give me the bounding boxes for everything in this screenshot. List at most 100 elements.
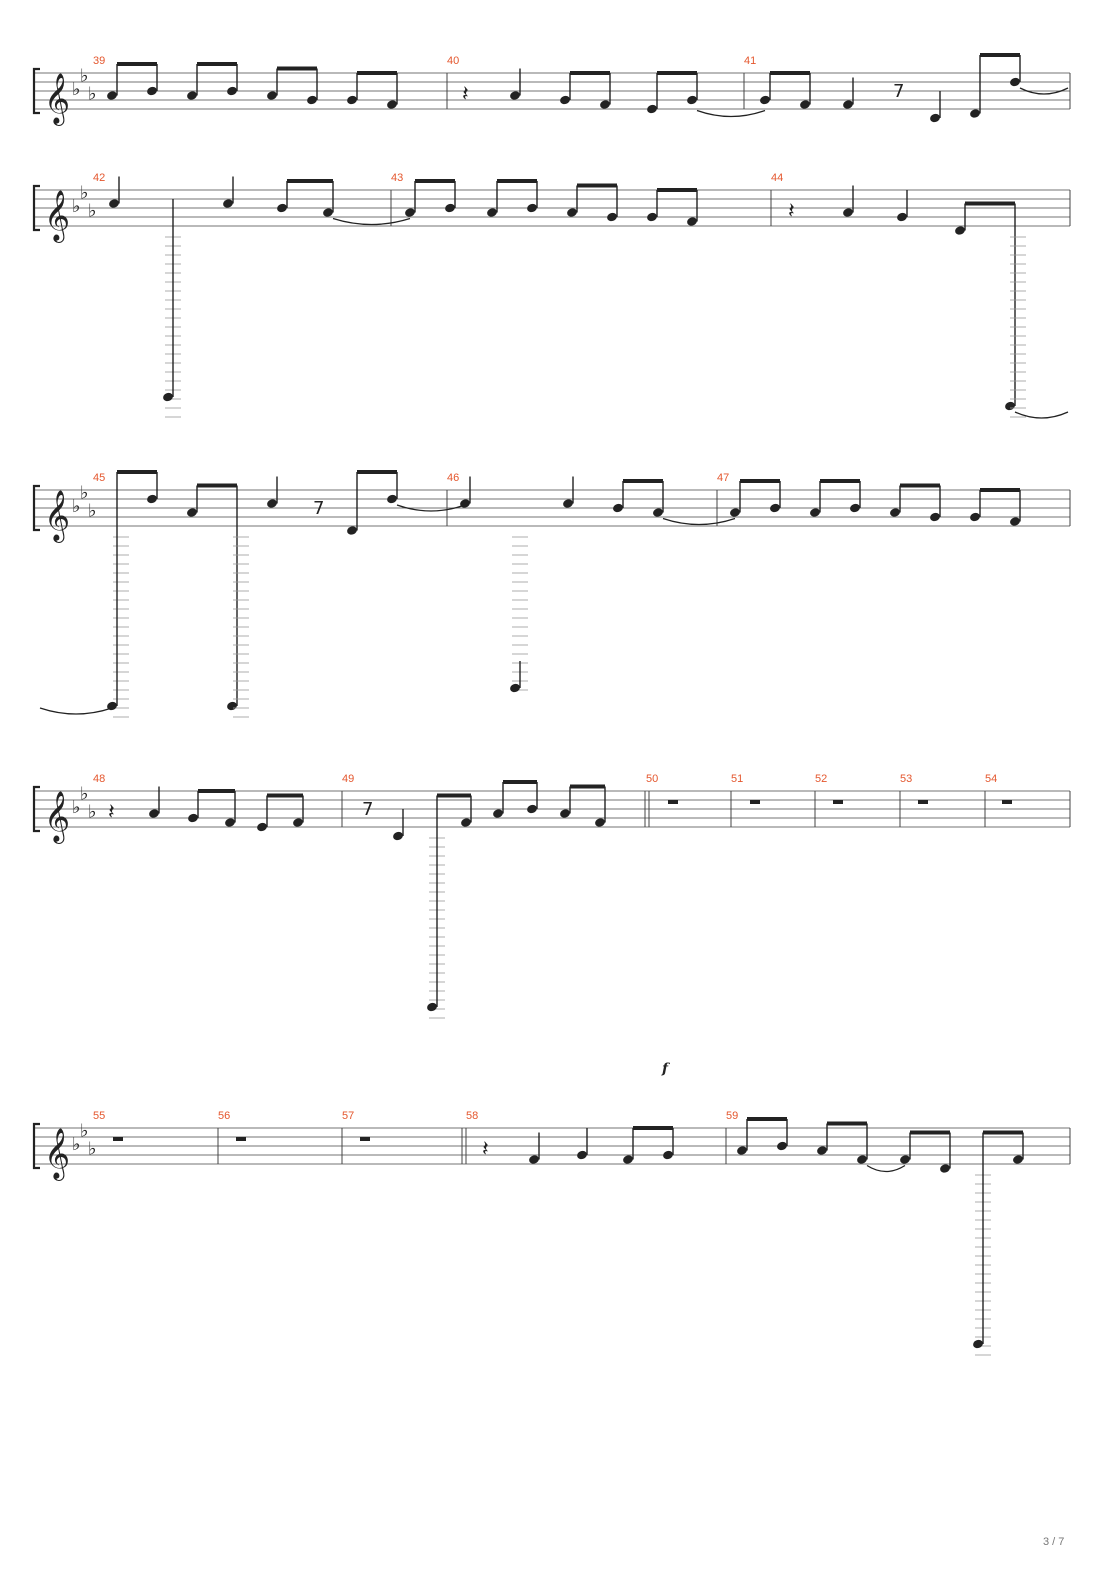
measure-number: 39 <box>93 55 105 67</box>
note-head <box>510 91 520 100</box>
note-head <box>567 208 577 217</box>
note-head <box>897 212 907 222</box>
note-head <box>623 1155 633 1164</box>
note-head <box>577 1150 587 1160</box>
tie <box>696 109 766 118</box>
note-head <box>777 1141 787 1151</box>
treble-clef-icon: 𝄞 <box>44 1128 70 1181</box>
measure-number: 50 <box>646 773 658 785</box>
whole-rest-icon <box>833 800 843 804</box>
note-head <box>647 104 657 114</box>
note-head <box>109 199 119 208</box>
note-head <box>800 100 810 109</box>
measure-number: 58 <box>466 1110 478 1122</box>
note-head <box>227 86 237 96</box>
treble-clef-icon: 𝄞 <box>44 490 70 543</box>
whole-rest-icon <box>1002 800 1012 804</box>
notes-system-5: 𝄽 <box>113 1117 1024 1356</box>
note-head <box>857 1155 867 1164</box>
measure-number: 48 <box>93 773 105 785</box>
note-head <box>810 508 820 517</box>
flat-sign-icon: ♭ <box>88 802 97 823</box>
system-bracket <box>32 1122 40 1170</box>
note-head <box>600 100 610 109</box>
note-head <box>387 100 397 109</box>
note-head <box>487 208 497 217</box>
measure-number: 53 <box>900 773 912 785</box>
note-head <box>510 683 520 693</box>
flat-sign-icon: ♭ <box>72 1134 81 1155</box>
quarter-rest-icon: 𝄽 <box>482 1137 489 1162</box>
note-head <box>187 508 197 517</box>
flat-sign-icon: ♭ <box>80 784 89 805</box>
note-head <box>595 818 605 827</box>
note-head <box>461 818 471 827</box>
measure-number: 42 <box>93 172 105 184</box>
note-head <box>653 508 663 517</box>
measure-number: 44 <box>771 172 783 184</box>
note-head <box>267 91 277 100</box>
note-head <box>405 208 415 217</box>
notes-system-1: 𝄽7 <box>107 53 1069 123</box>
system-bracket <box>32 184 40 232</box>
eighth-rest-icon: 7 <box>893 81 904 102</box>
note-head <box>393 831 403 841</box>
whole-rest-icon <box>750 800 760 804</box>
note-head <box>307 95 317 105</box>
note-head <box>225 818 235 827</box>
flat-sign-icon: ♭ <box>72 797 81 818</box>
quarter-rest-icon: 𝄽 <box>788 199 795 224</box>
flat-sign-icon: ♭ <box>72 196 81 217</box>
flat-sign-icon: ♭ <box>88 501 97 522</box>
treble-clef-icon: 𝄞 <box>44 73 70 126</box>
note-head <box>529 1155 539 1164</box>
note-head <box>223 199 233 208</box>
note-head <box>970 512 980 522</box>
measure-number: 52 <box>815 773 827 785</box>
tie <box>1019 87 1069 95</box>
flat-sign-icon: ♭ <box>80 66 89 87</box>
whole-rest-icon <box>360 1137 370 1141</box>
note-head <box>737 1146 747 1155</box>
measure-number: 40 <box>447 55 459 67</box>
measure-number: 49 <box>342 773 354 785</box>
note-head <box>347 95 357 105</box>
notes-system-3: 7 <box>39 470 1021 718</box>
system-bracket <box>32 785 40 833</box>
measure-number: 51 <box>731 773 743 785</box>
note-head <box>970 109 980 118</box>
note-head <box>843 208 853 217</box>
note-head <box>147 86 157 96</box>
measure-number: 43 <box>391 172 403 184</box>
note-head <box>730 508 740 517</box>
system-bracket <box>32 67 40 115</box>
note-head <box>1010 517 1020 526</box>
note-head <box>760 95 770 105</box>
measure-number: 56 <box>218 1110 230 1122</box>
quarter-rest-icon: 𝄽 <box>462 82 469 107</box>
note-head <box>493 809 503 818</box>
note-head <box>1013 1155 1023 1164</box>
flat-sign-icon: ♭ <box>88 1139 97 1160</box>
note-head <box>107 701 117 711</box>
whole-rest-icon <box>236 1137 246 1141</box>
notes-system-2: 𝄽 <box>109 176 1069 419</box>
note-head <box>277 203 287 213</box>
measure-number: 46 <box>447 472 459 484</box>
notes-system-4: 𝄽7 <box>108 780 1012 1019</box>
dynamic-forte: f <box>661 1061 671 1077</box>
note-head <box>1010 77 1020 87</box>
note-head <box>930 512 940 522</box>
note-head <box>687 217 697 226</box>
note-head <box>940 1164 950 1173</box>
note-head <box>900 1155 910 1164</box>
treble-clef-icon: 𝄞 <box>44 190 70 243</box>
whole-rest-icon <box>113 1137 123 1141</box>
tie <box>396 504 466 512</box>
measure-number: 45 <box>93 472 105 484</box>
tie <box>662 517 736 526</box>
note-head <box>663 1150 673 1160</box>
